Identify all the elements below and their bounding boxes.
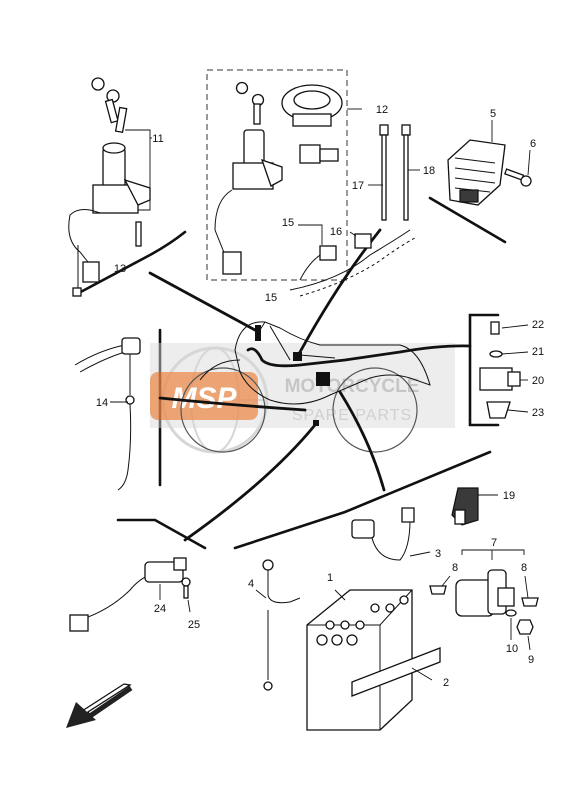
connector-icon	[222, 251, 242, 275]
screw-icon	[135, 221, 142, 247]
frame-battery	[233, 450, 492, 550]
fuse-cover-part-19[interactable]	[451, 487, 498, 526]
callout-1: 1	[327, 572, 333, 584]
battery-lead-part-3[interactable]	[351, 507, 431, 561]
callout-19: 19	[503, 490, 515, 502]
callout-11: 11	[152, 133, 163, 145]
callout-3: 3	[435, 548, 441, 560]
callout-8a: 8	[452, 562, 458, 574]
callout-7: 7	[491, 537, 497, 549]
callout-labels: 1 2 3 4 5 6 7 8 8 9 10 11 12 13 14 15 15…	[96, 104, 544, 689]
relay-part-20[interactable]	[479, 321, 529, 419]
battery-band-part-2[interactable]	[351, 647, 441, 697]
leader-battery	[338, 390, 386, 492]
wire-harness-15-16[interactable]	[289, 224, 416, 297]
group-frames	[73, 69, 507, 550]
cable-ties-17-18[interactable]	[368, 124, 420, 221]
group-leaders	[148, 228, 386, 542]
screw-icon	[181, 577, 191, 599]
callout-10: 10	[506, 643, 518, 655]
battery-part-1[interactable]	[306, 589, 413, 731]
callout-18: 18	[423, 165, 435, 177]
main-switch-part-11[interactable]	[68, 77, 152, 297]
frame-rectifier	[428, 196, 507, 244]
leader-cable	[158, 396, 307, 412]
watermark-brand-line1: MOTORCYCLE	[285, 376, 420, 397]
callout-6: 6	[530, 138, 536, 150]
sidestand-switch-part-24[interactable]	[69, 557, 191, 632]
frame-ignition	[73, 230, 187, 297]
callout-8b: 8	[521, 562, 527, 574]
callout-15a: 15	[282, 217, 294, 229]
callout-24: 24	[154, 603, 166, 615]
lock-set-part-12[interactable]	[214, 81, 362, 275]
callout-21: 21	[532, 346, 544, 358]
main-harness	[246, 344, 472, 368]
callout-17: 17	[352, 180, 364, 192]
connector-icon	[429, 585, 447, 595]
ignition-coil-part-7[interactable]	[429, 549, 539, 651]
callout-14: 14	[96, 397, 108, 409]
callout-12: 12	[376, 104, 388, 116]
key-icon	[235, 81, 265, 125]
leader-ignition	[148, 271, 257, 332]
frame-lock-set	[206, 69, 348, 281]
callout-13: 13	[114, 263, 126, 275]
callout-2: 2	[443, 677, 449, 689]
connector-icon	[82, 261, 100, 283]
connector-icon	[69, 614, 89, 632]
callout-20: 20	[532, 375, 544, 387]
callout-16: 16	[330, 226, 342, 238]
screw-icon	[490, 321, 500, 335]
callout-4: 4	[248, 578, 254, 590]
leader-sidestand	[183, 423, 317, 542]
cable-part-14[interactable]	[74, 337, 141, 491]
watermark-brand-line2: SPARE PARTS	[292, 407, 412, 424]
callout-9: 9	[528, 654, 534, 666]
connector-icon	[521, 597, 539, 607]
washer-icon	[505, 609, 517, 617]
callout-5: 5	[490, 108, 496, 120]
key-icon	[91, 77, 128, 134]
frame-relay	[468, 313, 500, 427]
motorcycle-outline	[180, 321, 472, 453]
rectifier-part-5[interactable]	[447, 120, 532, 206]
callout-23: 23	[532, 407, 544, 419]
front-direction-arrow-icon	[66, 683, 133, 728]
watermark: MSP MOTORCYCLE SPARE PARTS	[150, 343, 455, 454]
callout-22: 22	[532, 319, 544, 331]
washer-icon	[489, 350, 503, 358]
callout-15b: 15	[265, 292, 277, 304]
connector-icon	[354, 233, 372, 249]
seat-lock-icon	[299, 144, 321, 164]
bolt-icon	[504, 168, 532, 187]
watermark-logo-badge	[150, 372, 258, 420]
battery-cable-part-4[interactable]	[255, 559, 301, 691]
nut-icon	[516, 619, 534, 635]
callout-25: 25	[188, 619, 200, 631]
